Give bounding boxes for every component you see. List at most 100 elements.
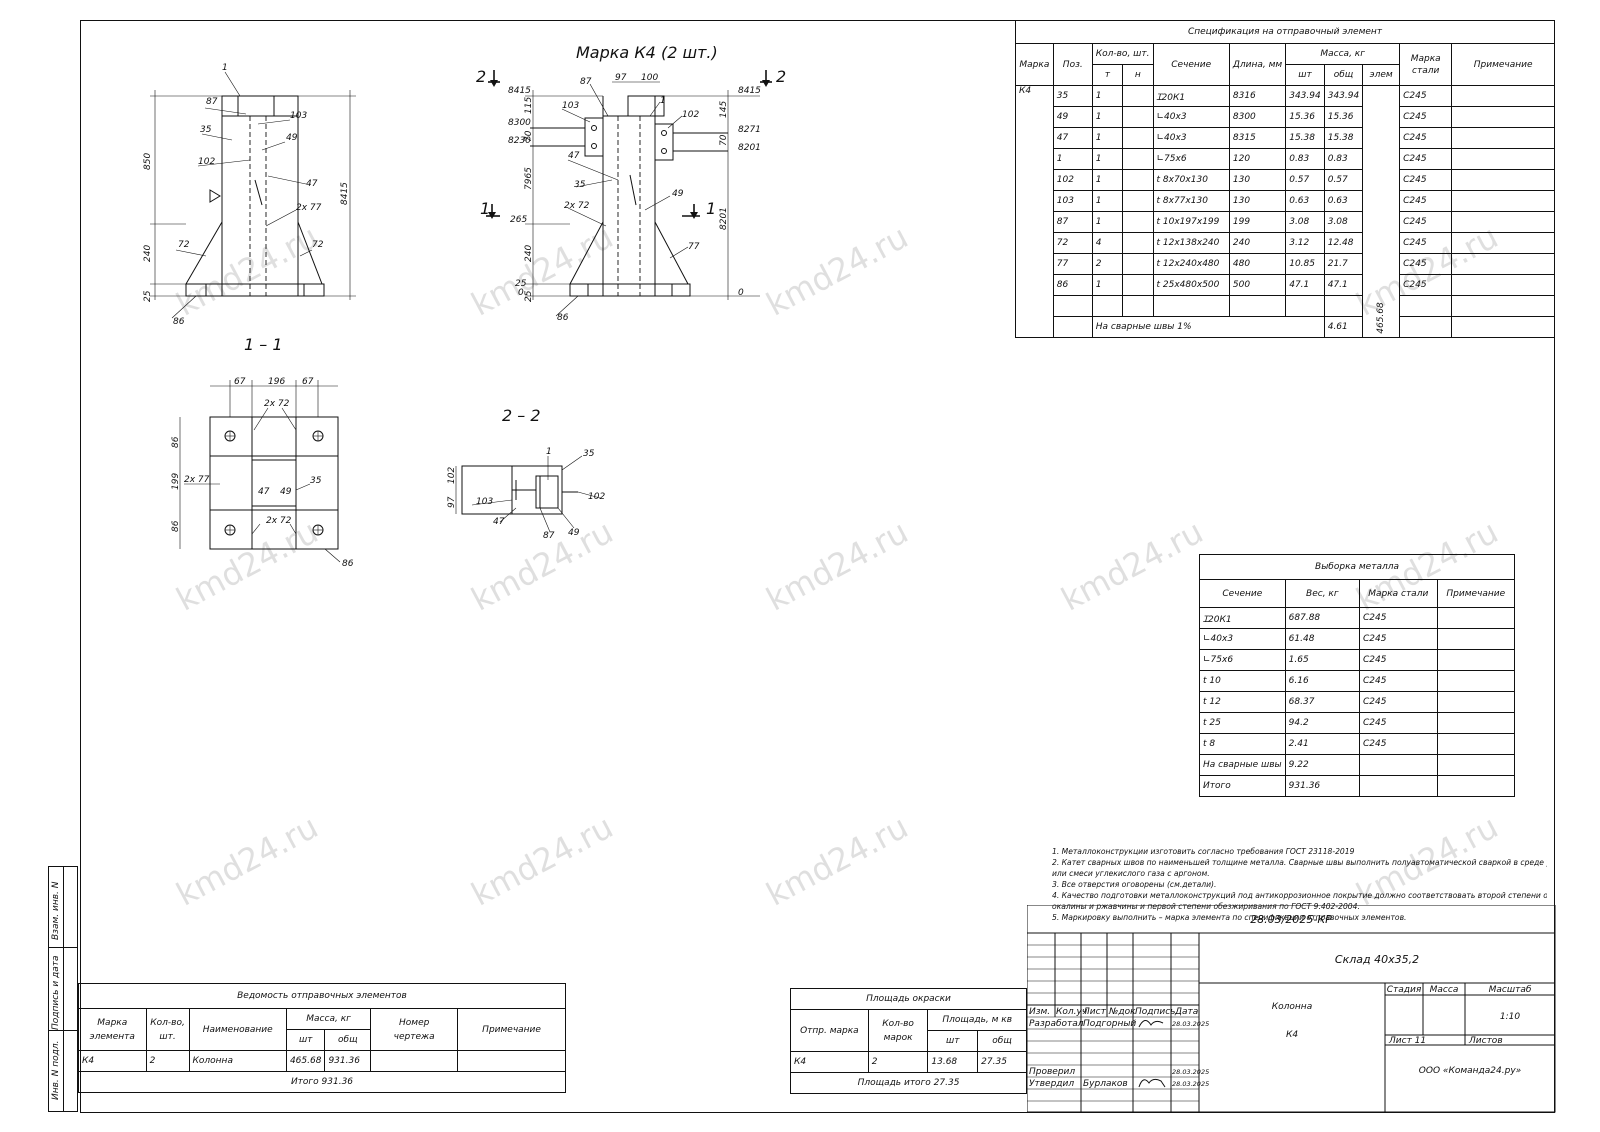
- okr-h-marka: Отпр. марка: [790, 1009, 869, 1052]
- vyb-stal: С245: [1358, 607, 1438, 629]
- level: 8271: [738, 125, 761, 135]
- vyb-ves: 2.41: [1284, 733, 1360, 755]
- cut-1-left: 1: [480, 199, 490, 218]
- side-label-vzam: Взам. инв. N: [51, 881, 61, 940]
- okr-h-obsh: общ: [977, 1030, 1027, 1052]
- spec-poz: 103: [1052, 190, 1093, 212]
- pos-label: 102: [588, 492, 605, 502]
- spec-m1: 0.57: [1285, 169, 1325, 191]
- section-2-2: 102 97 1 35 103 102 47 87 49: [447, 447, 605, 541]
- spec-title: Спецификация на отправочный элемент: [1015, 20, 1555, 44]
- dim: 8201: [719, 207, 729, 230]
- vyb-h-prim: Примечание: [1436, 579, 1516, 608]
- spec-m1: 0.83: [1285, 148, 1325, 170]
- dim: 70: [524, 130, 534, 142]
- spec-dl: 130: [1228, 190, 1287, 212]
- dim: 70: [719, 134, 729, 146]
- spec-weld-row: На сварные швы 1%4.61: [1016, 316, 1555, 338]
- vyborka-table: Выборка металла Сечение Вес, кг Марка ст…: [1199, 554, 1516, 797]
- spec-kol: 1: [1091, 106, 1124, 128]
- note-line: 2. Катет сварных швов по наименьшей толщ…: [1052, 858, 1547, 867]
- pos-label: 49: [286, 133, 298, 143]
- pos-label: 47: [493, 517, 505, 527]
- spec-m1: 0.63: [1285, 190, 1325, 212]
- dim: 7965: [524, 167, 534, 190]
- stamp-code: 28.03/2025-КР: [1250, 913, 1332, 926]
- spec-h-t: т: [1091, 64, 1124, 86]
- spec-poz: 35: [1052, 85, 1093, 107]
- pos-label: 77: [688, 242, 700, 252]
- spec-weld-label: На сварные швы 1%: [1091, 316, 1325, 338]
- spec-kol: 1: [1091, 190, 1124, 212]
- stamp-h-ndok: №док: [1108, 1007, 1136, 1017]
- side-label-inv: Инв. N подл.: [51, 1040, 61, 1100]
- ved-h-sht: шт: [285, 1029, 326, 1051]
- spec-elem-mass: 465.68: [1376, 302, 1387, 334]
- okr-obsh: 27.35: [977, 1051, 1027, 1073]
- pos-label: 1: [222, 63, 228, 73]
- section-1-1: 67 196 67 86 199 86 2х 72 2х 77 47 49 35…: [171, 377, 354, 569]
- signature: [1138, 1020, 1164, 1028]
- elevation-right: 97 100 8415 8300 8230 265 25 0 8415 8271…: [508, 73, 761, 323]
- spec-st: С245: [1399, 106, 1453, 128]
- spec-h-massa: Масса, кг: [1285, 43, 1401, 65]
- spec-dl: 480: [1228, 253, 1287, 275]
- spec-h-stal1: Марка: [1410, 53, 1441, 64]
- note-line: окалины и ржавчины и первой степени обез…: [1052, 902, 1360, 911]
- pos-label: 72: [178, 240, 190, 250]
- vyb-stal: С245: [1358, 712, 1438, 734]
- ved-h-nom1: Номер: [399, 1017, 430, 1028]
- stamp-r1-role: Разработал: [1029, 1019, 1084, 1029]
- note-line: 4. Качество подготовки металлоконструкци…: [1052, 891, 1547, 900]
- pos-label: 103: [476, 497, 493, 507]
- vyb-sech: ∟75х6: [1199, 649, 1286, 671]
- stamp-r1-date: 28.03.2025: [1172, 1020, 1209, 1028]
- level: 8415: [738, 86, 761, 96]
- drawing-frame: [80, 20, 1555, 1113]
- spec-h-sech: Сечение: [1152, 43, 1230, 86]
- pos-label: 2х 72: [564, 201, 590, 211]
- vyb-h-stal: Марка стали: [1358, 579, 1438, 608]
- stamp-name2: К4: [1286, 1030, 1298, 1040]
- spec-st: С245: [1399, 211, 1453, 233]
- level: 8230: [508, 136, 531, 146]
- pos-label: 87: [543, 531, 555, 541]
- vyb-weld-label: На сварные швы: [1199, 754, 1286, 776]
- vyb-sech: t 10: [1199, 670, 1286, 692]
- spec-dl: 199: [1228, 211, 1287, 233]
- dim-240: 240: [143, 245, 153, 262]
- pos-label: 49: [280, 487, 292, 497]
- spec-st: С245: [1399, 169, 1453, 191]
- spec-poz: 47: [1052, 127, 1093, 149]
- spec-kol: 1: [1091, 211, 1124, 233]
- level: 8415: [508, 86, 531, 96]
- vyb-sech: t 8: [1199, 733, 1286, 755]
- stamp-h-stadia: Стадия: [1387, 985, 1422, 995]
- spec-sech: ∟40х3: [1152, 106, 1230, 128]
- spec-poz: 102: [1052, 169, 1093, 191]
- spec-h-stal2: стали: [1412, 65, 1440, 76]
- pos-label: 47: [258, 487, 270, 497]
- pos-label: 35: [200, 125, 212, 135]
- spec-h-poz: Поз.: [1052, 43, 1093, 86]
- stamp-h-podp: Подпись: [1135, 1007, 1175, 1017]
- drawing-title: Марка К4 (2 шт.): [576, 43, 718, 62]
- spec-h-obsh: общ: [1323, 64, 1364, 86]
- dim: 25: [524, 290, 534, 302]
- stamp-listov: Листов: [1468, 1036, 1503, 1046]
- level: 8300: [508, 118, 531, 128]
- pos-label: 1: [546, 447, 552, 457]
- spec-m2: 0.57: [1323, 169, 1364, 191]
- cut-2-right: 2: [776, 67, 786, 86]
- pos-label: 35: [583, 449, 595, 459]
- stamp-scale: 1:10: [1500, 1012, 1520, 1022]
- stamp-h-list: Лист: [1082, 1007, 1107, 1017]
- pos-label: 2х 77: [296, 203, 322, 213]
